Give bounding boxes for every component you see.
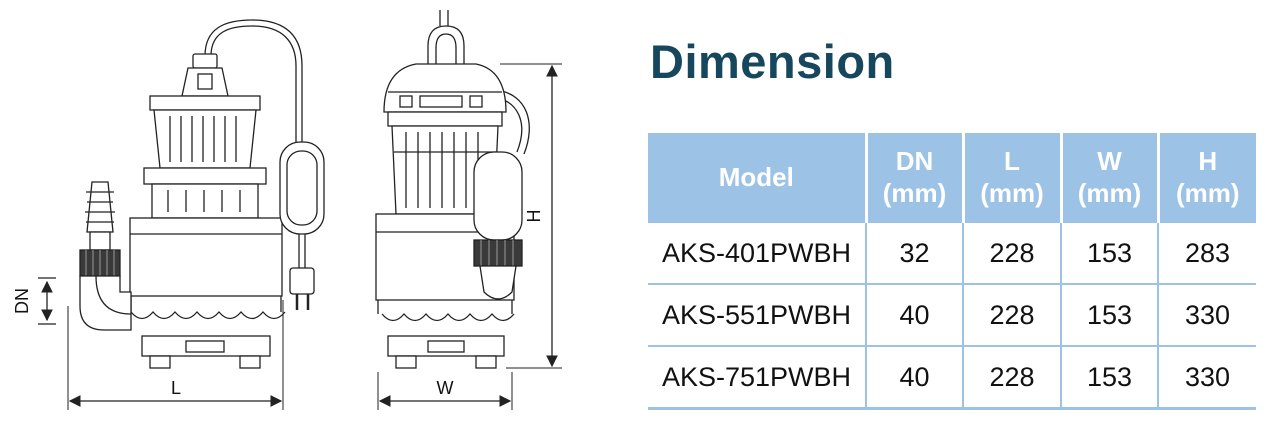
page-title: Dimension — [650, 35, 895, 88]
cell-model: AKS-751PWBH — [648, 345, 866, 410]
float-switch-front — [279, 141, 325, 235]
col-header-dn-unit: (mm) — [882, 178, 947, 208]
pump-handle — [181, 53, 229, 97]
pump-side-view: H W — [375, 10, 562, 410]
col-header-w-unit: (mm) — [1077, 178, 1142, 208]
table-row: AKS-751PWBH 40 228 153 330 — [648, 345, 1256, 410]
table-row: AKS-401PWBH 32 228 153 283 — [648, 221, 1256, 284]
table-header: Model DN (mm) L (mm) — [648, 133, 1256, 222]
col-header-h-label: H — [1198, 145, 1218, 176]
w-dimension-label: W — [437, 378, 454, 398]
col-header-h: H (mm) — [1156, 133, 1256, 222]
cell-model: AKS-401PWBH — [648, 221, 866, 284]
col-header-h-unit: (mm) — [1175, 178, 1240, 208]
h-dimension: H — [500, 63, 562, 369]
motor-housing — [143, 95, 267, 219]
cell-w: 153 — [1060, 283, 1158, 346]
col-header-w-label: W — [1097, 145, 1122, 176]
pump-technical-drawing: DN L — [0, 0, 630, 443]
pump-front-view: DN L — [12, 19, 325, 410]
col-header-l-label: L — [1004, 145, 1020, 176]
dn-dimension-label: DN — [12, 288, 32, 314]
power-cable — [204, 19, 306, 268]
col-header-model-label: Model — [718, 161, 794, 192]
pump-casing — [129, 217, 286, 369]
cell-model: AKS-551PWBH — [648, 283, 866, 346]
w-dimension: W — [377, 372, 513, 410]
side-handle — [427, 25, 465, 96]
cell-l: 228 — [962, 283, 1061, 346]
cell-l: 228 — [962, 345, 1061, 410]
col-header-dn-label: DN — [895, 145, 934, 176]
table-body: AKS-401PWBH 32 228 153 283 AKS-551PWBH 4… — [648, 221, 1256, 410]
cell-dn: 32 — [865, 221, 963, 284]
dimension-table: Model DN (mm) L (mm) — [648, 133, 1256, 410]
l-dimension: L — [67, 300, 284, 410]
col-header-w: W (mm) — [1059, 133, 1158, 222]
cell-w: 153 — [1060, 221, 1158, 284]
power-plug — [289, 267, 315, 310]
pump-drawing-svg: DN L — [12, 10, 562, 410]
cell-dn: 40 — [865, 345, 963, 410]
col-header-dn: DN (mm) — [864, 133, 963, 222]
l-dimension-label: L — [171, 378, 181, 398]
cell-h: 330 — [1157, 345, 1256, 410]
dimension-section: Dimension Model DN (mm) — [648, 0, 1260, 410]
cell-l: 228 — [962, 221, 1061, 284]
col-header-l-unit: (mm) — [980, 178, 1044, 208]
col-header-model: Model — [648, 133, 866, 222]
float-switch-side — [473, 151, 523, 300]
dn-dimension: DN — [12, 277, 56, 325]
cell-dn: 40 — [865, 283, 963, 346]
discharge-hose-connector — [79, 181, 132, 331]
cell-w: 153 — [1060, 345, 1158, 410]
h-dimension-label: H — [524, 210, 544, 223]
table-row: AKS-551PWBH 40 228 153 330 — [648, 283, 1256, 346]
col-header-l: L (mm) — [961, 133, 1061, 222]
cell-h: 283 — [1157, 221, 1256, 284]
cell-h: 330 — [1157, 283, 1256, 346]
